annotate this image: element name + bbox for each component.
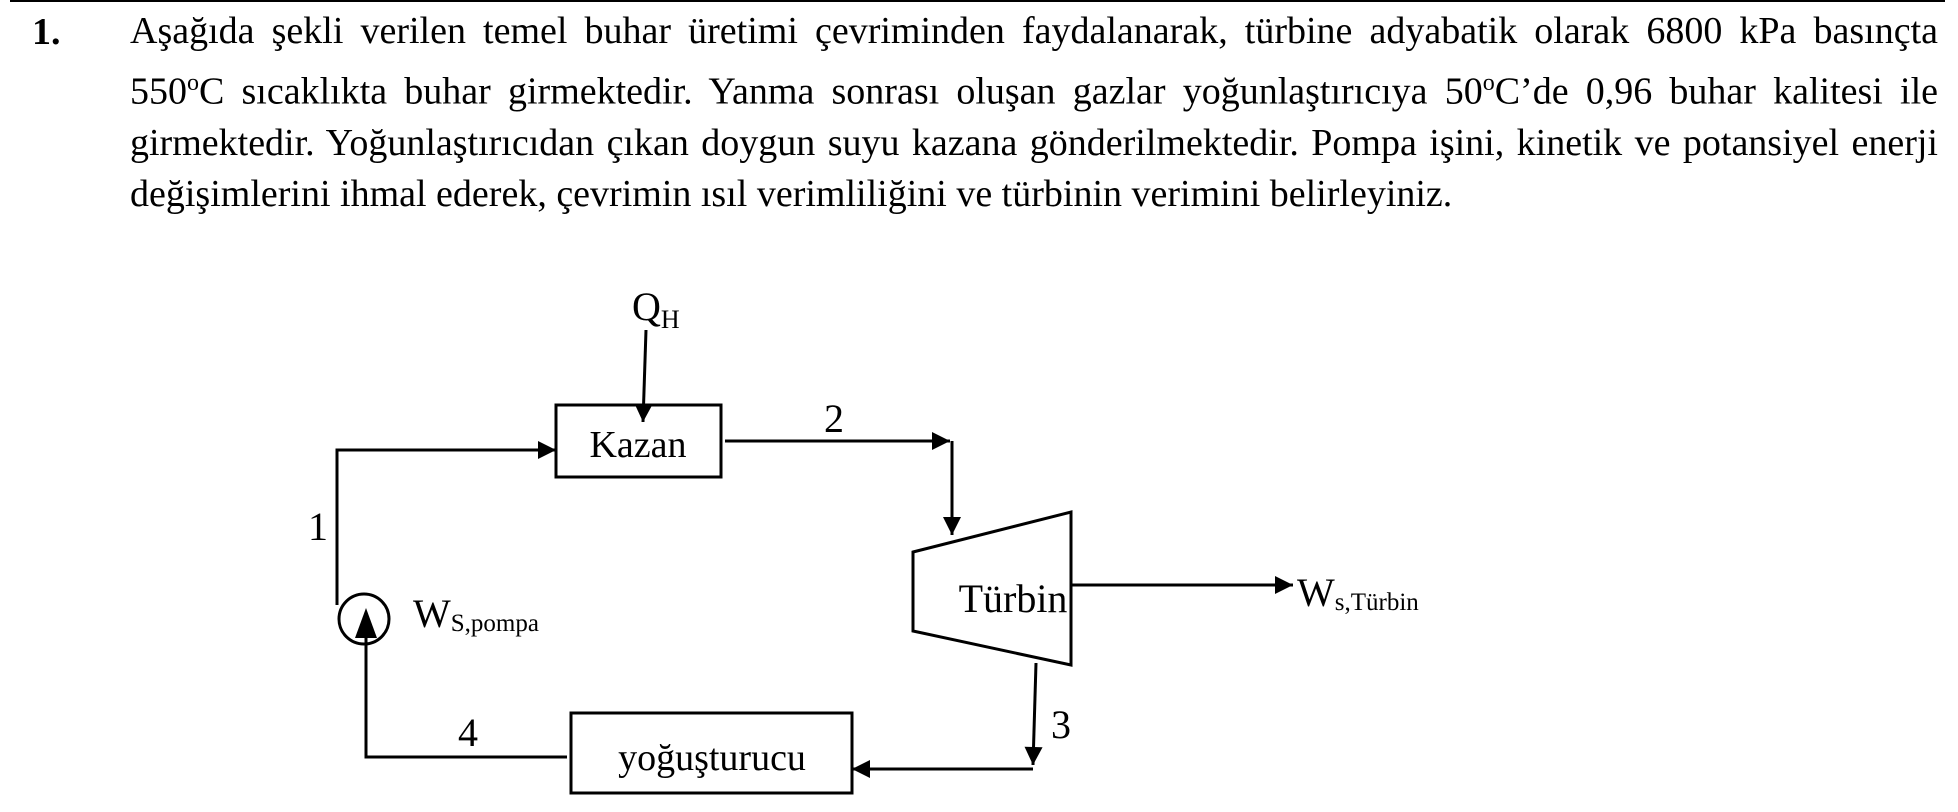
condenser-label: yoğuşturucu [618,737,806,779]
question-number: 1. [32,11,61,53]
heat-input-label: QH [632,284,680,334]
pump-work-label: WS,pompa [413,591,539,637]
turbine-outlet-arrow [1024,662,1043,766]
heat-input-arrow [634,329,653,423]
flow-line-1 [335,441,556,605]
pump-inlet-arrowhead [355,608,377,638]
turbine-work-label: Ws,Türbin [1297,570,1419,616]
top-border-rule [10,0,1945,5]
state-3-label: 3 [1051,702,1071,747]
state-4-label: 4 [458,710,478,755]
turbine-shape [911,510,1073,667]
condenser-box [569,711,854,795]
boiler-box [554,403,723,479]
state-1-label: 1 [308,504,328,549]
state-2-label: 2 [824,396,844,441]
boiler-label: Kazan [589,424,686,466]
pump-circle [337,592,391,646]
question-text: Aşağıda şekli verilen temel buhar üretim… [130,10,1938,216]
turbine-label: Türbin [959,576,1068,621]
flow-line-4 [364,612,567,759]
